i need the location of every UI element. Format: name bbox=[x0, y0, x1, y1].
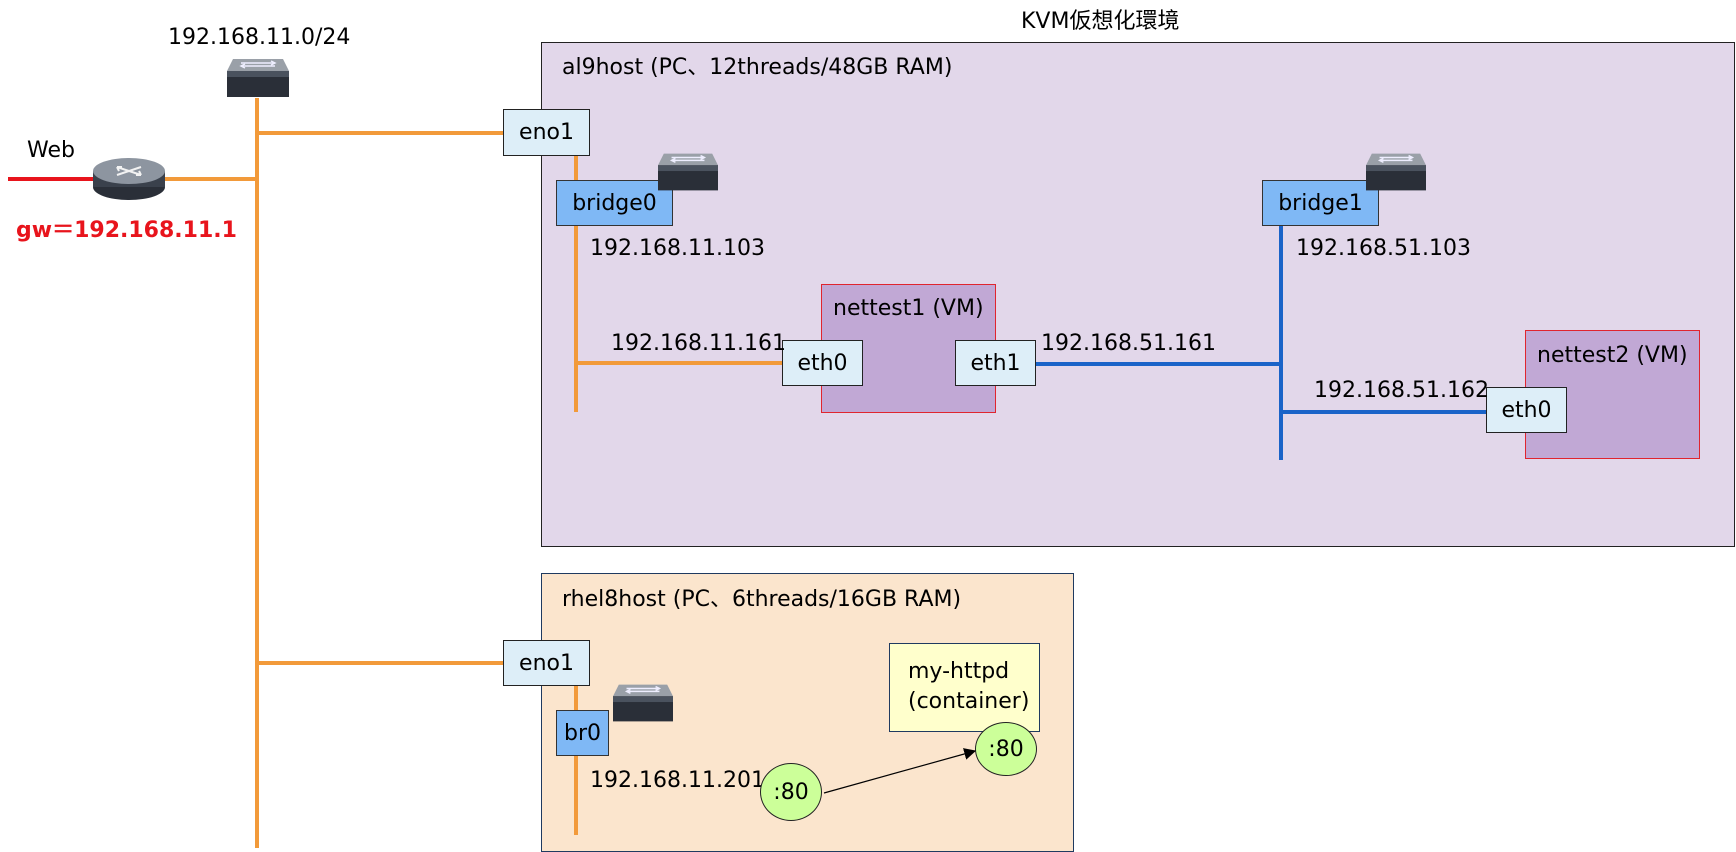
host-port-80[interactable]: :80 bbox=[760, 763, 822, 821]
bridge1-ip: 192.168.51.103 bbox=[1296, 236, 1471, 261]
br0-ip: 192.168.11.201 bbox=[590, 768, 765, 793]
rhel8host-lan-segment bbox=[574, 684, 578, 835]
nettest1-eth1-link bbox=[1036, 362, 1281, 366]
bridge0-switch-icon bbox=[658, 153, 718, 191]
nettest2-eth0-ip: 192.168.51.162 bbox=[1314, 378, 1489, 403]
lan-backbone-line bbox=[255, 98, 259, 848]
container-port-80[interactable]: :80 bbox=[975, 722, 1037, 776]
nettest2-label: nettest2 (VM) bbox=[1537, 343, 1688, 368]
al9host-box bbox=[541, 42, 1735, 547]
rhel8host-label: rhel8host (PC、6threads/16GB RAM) bbox=[562, 587, 962, 612]
container-type: (container) bbox=[908, 689, 1030, 714]
diagram-title: KVM仮想化環境 bbox=[1021, 9, 1180, 34]
nettest1-label: nettest1 (VM) bbox=[833, 296, 984, 321]
nettest1-eth0[interactable]: eth0 bbox=[782, 340, 863, 386]
gateway-label: gw＝192.168.11.1 bbox=[16, 218, 237, 243]
rhel8host-eno1[interactable]: eno1 bbox=[503, 640, 590, 686]
web-label: Web bbox=[27, 138, 75, 163]
lan-to-al9host-line bbox=[257, 131, 505, 135]
br0[interactable]: br0 bbox=[556, 710, 609, 756]
lan-to-rhel8host-line bbox=[257, 661, 505, 665]
bridge0[interactable]: bridge0 bbox=[556, 180, 673, 226]
nettest1-eth1[interactable]: eth1 bbox=[955, 340, 1036, 386]
nettest1-eth1-ip: 192.168.51.161 bbox=[1041, 331, 1216, 356]
nettest2-eth0-link bbox=[1281, 410, 1487, 414]
subnet-label: 192.168.11.0/24 bbox=[168, 25, 351, 50]
nettest2-eth0[interactable]: eth0 bbox=[1486, 387, 1567, 433]
container-box bbox=[889, 643, 1040, 732]
lan-to-router-line bbox=[160, 177, 257, 181]
router-icon bbox=[93, 158, 165, 200]
web-line bbox=[8, 177, 96, 181]
lan-switch-icon bbox=[227, 59, 289, 97]
vlan51-segment bbox=[1279, 222, 1283, 460]
container-name: my-httpd bbox=[908, 659, 1010, 684]
al9host-label: al9host (PC、12threads/48GB RAM) bbox=[562, 55, 953, 80]
nettest1-eth0-link bbox=[576, 361, 782, 365]
port-mapping-arrow bbox=[823, 748, 977, 794]
bridge0-ip: 192.168.11.103 bbox=[590, 236, 765, 261]
bridge1[interactable]: bridge1 bbox=[1262, 180, 1379, 226]
nettest1-eth0-ip: 192.168.11.161 bbox=[611, 331, 786, 356]
al9host-lan-segment bbox=[574, 154, 578, 412]
br0-switch-icon bbox=[613, 684, 673, 722]
bridge1-switch-icon bbox=[1366, 153, 1426, 191]
al9host-eno1[interactable]: eno1 bbox=[503, 109, 590, 156]
